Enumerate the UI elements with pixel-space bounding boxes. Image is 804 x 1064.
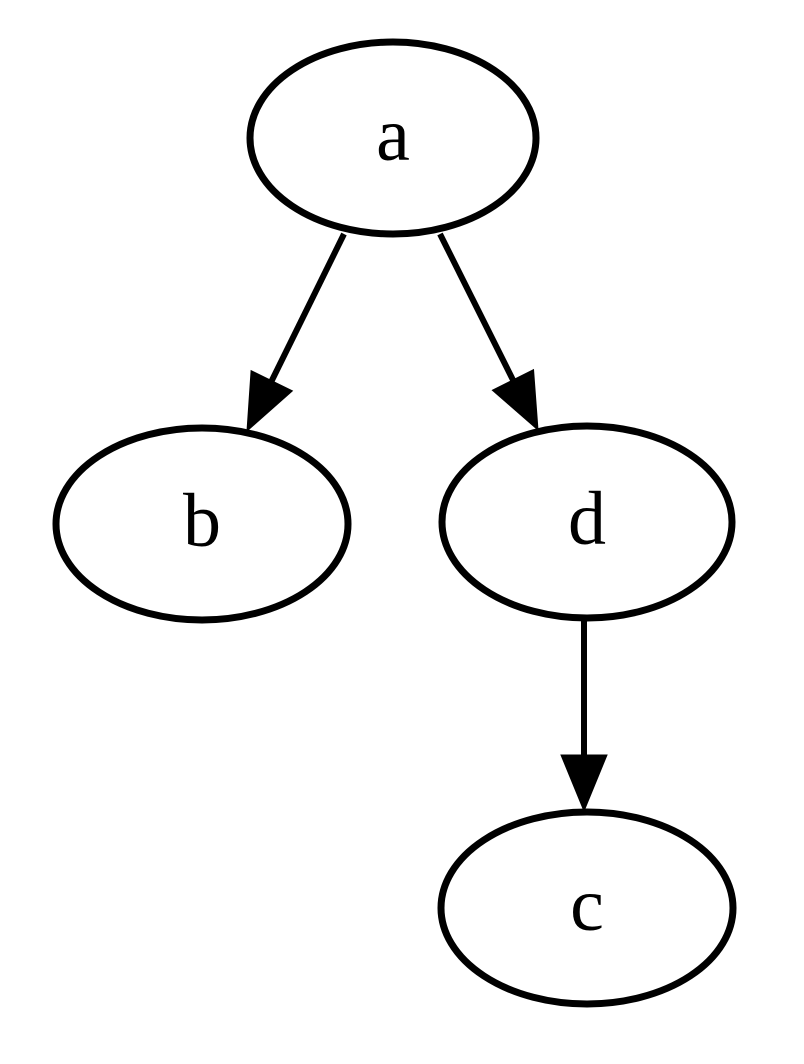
graph-node-c [437, 808, 737, 1008]
node-label-d: d [568, 477, 606, 561]
graph-node-a [246, 38, 540, 238]
arrowhead-icon-d-c [560, 754, 608, 813]
node-label-c: c [570, 863, 604, 947]
graph-node-d [438, 422, 736, 622]
arrowhead-icon-a-b [246, 369, 294, 433]
arrowhead-icon-a-d [491, 368, 539, 432]
edge-line-a-b [269, 232, 347, 383]
edge-line-a-d [437, 232, 516, 382]
node-label-b: b [183, 479, 221, 563]
node-label-a: a [376, 93, 410, 177]
graph-node-b [52, 424, 352, 624]
